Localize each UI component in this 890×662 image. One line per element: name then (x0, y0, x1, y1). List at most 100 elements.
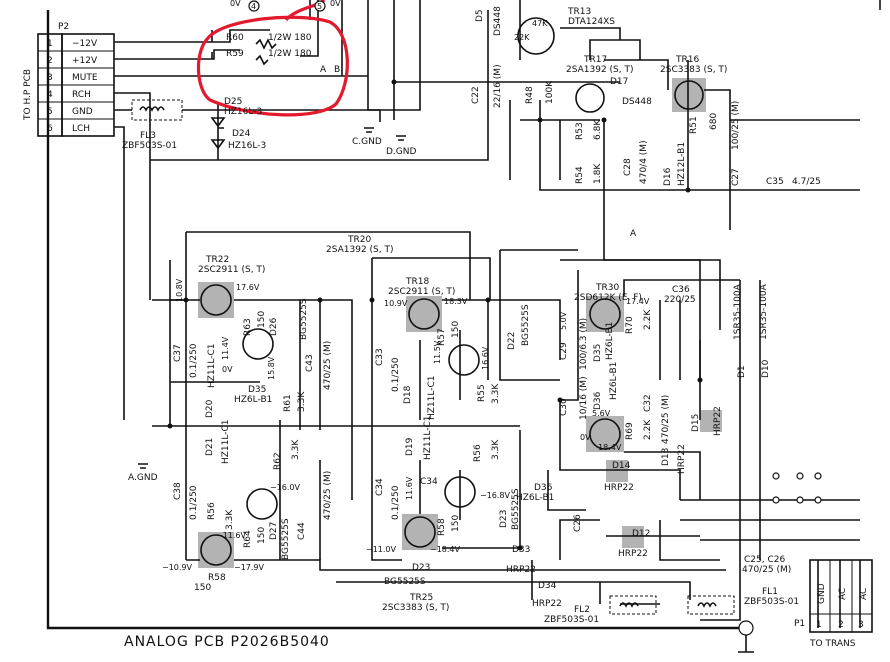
v-18-4: 18.4V (598, 443, 622, 452)
v-15-8: 15.8V (267, 356, 276, 380)
p2-pin-3-signal: MUTE (72, 73, 98, 83)
v-5-0: 5.0V (559, 311, 568, 330)
tr31-transistor: D36 HZ6L-B1 (516, 418, 621, 503)
d26-part: BG5525S (299, 298, 309, 340)
c26-label: C26 (573, 514, 583, 532)
c28-part: 470/4 (M) (639, 140, 649, 184)
tr21-transistor: C34 (420, 476, 476, 508)
tr31-part: HZ6L-B1 (516, 493, 554, 503)
v-11-4: 11.4V (221, 336, 230, 360)
v-17-9n: −17.9V (234, 563, 265, 572)
fl2-part: ZBF503S-01 (544, 615, 599, 625)
tr22-transistor: TR22 2SC2911 (S, T) (198, 255, 265, 316)
a-gnd-label: A.GND (128, 473, 158, 483)
r56-label: R56 (473, 444, 483, 462)
tr18-part: 2SC2911 (S, T) (388, 287, 455, 297)
r51-part: 680 (709, 113, 719, 130)
tr16-highlight (672, 78, 706, 112)
c30-label: C30 (559, 398, 569, 416)
tr23-part: 150 (194, 583, 211, 593)
tr16-tr17-area: TR17 2SA1392 (S, T) D17 DS448 TR16 2SC33… (566, 55, 821, 187)
d21-label: D21 (205, 438, 215, 456)
d34-part: HRP22 (532, 599, 562, 609)
r69-label: R69 (625, 422, 635, 440)
d16-label: D16 (663, 167, 673, 186)
tr16-part: 2SC3383 (S, T) (660, 65, 727, 75)
c29-part: 100/6.3 (M) (579, 318, 589, 370)
red-annotation: R60 1/2W 180 R59 1/2W 180 A B 4 5 0V 0V (196, 0, 349, 117)
d15-part: HRP22 (713, 406, 723, 436)
d12-label: D12 (632, 529, 650, 539)
r70-label: R70 (625, 316, 635, 334)
to-hp-pcb-label: TO H.P PCB (23, 69, 33, 121)
ground-symbols: C.GND D.GND A.GND (128, 127, 416, 483)
d17-part: DS448 (622, 97, 652, 107)
c32-part: 470/25 (M) (661, 395, 671, 444)
r57-part: 150 (451, 321, 461, 338)
p2-pin-4-signal: RCH (72, 90, 91, 100)
r54-label: R54 (575, 166, 585, 184)
tr20-transistor (448, 344, 480, 376)
tr25-part: 3.3K (225, 509, 235, 530)
tr31-label: D36 (534, 483, 553, 493)
p1-pin-3-num: 3 (858, 620, 864, 630)
r58-part: 150 (451, 515, 461, 532)
v-0v-a: 0V (222, 365, 233, 374)
p2-pin-5-num: 5 (47, 107, 53, 117)
d14-part: HRP22 (604, 483, 634, 493)
tr22-highlight (198, 282, 234, 318)
connector-p1-name: P1 (794, 619, 805, 629)
d35-part: HZ6L-B1 (605, 322, 615, 360)
point-a-mid-label: A (630, 229, 637, 239)
tr21-bottom-label: TR25 (409, 593, 433, 603)
r55-label: R55 (477, 384, 487, 402)
v-16-6: 16.6V (481, 346, 490, 370)
d23-label: D23 (499, 510, 509, 528)
r55-part: 3.3K (491, 383, 501, 404)
tr17-part: 2SA1392 (S, T) (566, 65, 633, 75)
tr23-label: R58 (208, 573, 226, 583)
d36-label: D36 (593, 391, 603, 410)
d5-label: D5 (475, 9, 485, 22)
c28-label: C28 (623, 158, 633, 176)
v-10-9: 10.9V (384, 299, 408, 308)
c44-label: C44 (297, 522, 307, 540)
v-17-4: 17.4V (626, 297, 650, 306)
tr30-transistor: TR30 2SD612K (E, F) (574, 283, 642, 330)
d23-part: BG5525S (511, 488, 521, 530)
tr22-part: 2SC2911 (S, T) (198, 265, 265, 275)
v-10-8: 10.8V (175, 278, 184, 302)
v-5-6: 5.6V (592, 409, 611, 418)
amp-labels: C36 220/25 D1 1SR35-100A D10 1SR35-100A … (173, 283, 799, 625)
c38-label: C38 (173, 482, 183, 500)
tr19-highlight (402, 514, 438, 550)
p1-pin-3-signal: AC (859, 588, 869, 600)
v-0v-b: 0V (580, 433, 591, 442)
tr17-label: TR17 (583, 55, 607, 65)
p1-pin-1-signal: GND (817, 583, 827, 604)
c33-part: 0.1/250 (391, 357, 401, 392)
r70-part: 2.2K (643, 309, 653, 330)
d25-label: D25 (224, 97, 242, 107)
v-17-6: 17.6V (236, 283, 260, 292)
p2-pin-6-signal: LCH (72, 124, 90, 134)
point-a-label: A (320, 65, 327, 75)
tr30-part: 2SD612K (E, F) (574, 293, 642, 303)
v-18-4n: −18.4V (430, 545, 461, 554)
tr18-transistor: TR18 2SC2911 (S, T) (388, 277, 455, 330)
p2-pin-1-num: 1 (47, 39, 53, 49)
tr19-label: D23 (412, 563, 430, 573)
d25-part: HZ16L-3 (224, 107, 262, 117)
fl3-filter: FL3 ZBF503S-01 (122, 99, 183, 151)
fl3-part: ZBF503S-01 (122, 141, 177, 151)
r56-part: 3.3K (491, 439, 501, 460)
r53-part: 6.8K (593, 119, 603, 140)
ov-right-label: 0V (330, 0, 341, 8)
tr19-transistor: D23 BG5525S (384, 516, 436, 587)
d21-part: HZ11L-C1 (221, 420, 231, 465)
c22-label: C22 (471, 86, 481, 104)
r61-part: 3.3K (297, 391, 307, 412)
tr24-part: HZ6L-B1 (234, 395, 272, 405)
red-annotation-loop (196, 15, 349, 117)
